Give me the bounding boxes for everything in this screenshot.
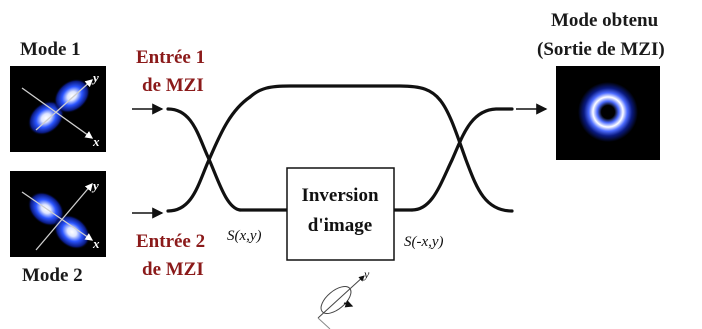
input2-label-line2: de MZI [142, 259, 204, 280]
mode2-x-axis-arrow [21, 191, 94, 241]
rotation-y-label: y [363, 267, 370, 281]
image-inversion-box [286, 167, 395, 261]
rotation-axis-icon [317, 275, 365, 329]
mode2-image: y x [10, 171, 106, 257]
output-label-line2: (Sortie de MZI) [537, 39, 665, 60]
coupler2-path-b [438, 98, 514, 213]
rotation-direction-arrow [343, 300, 354, 308]
coupler2-path-a [410, 107, 514, 212]
signal-out-label: S(-x,y) [404, 234, 444, 250]
box-label-line1: Inversion [301, 185, 379, 206]
mzi-waveguides [166, 84, 514, 213]
mode1-image: y x [10, 66, 106, 152]
input2-label-line1: Entrée 2 [136, 231, 205, 252]
mode2-label: Mode 2 [22, 265, 83, 286]
signal-in-label: S(x,y) [227, 228, 262, 244]
input1-label-line2: de MZI [142, 75, 204, 96]
coupler1-path-b [166, 95, 252, 213]
output-label-line1: Mode obtenu [551, 10, 659, 31]
mode2-y-label: y [91, 178, 99, 193]
rotation-loop [320, 286, 352, 314]
rotation-axis-line [317, 275, 365, 319]
coupler1-path-a [166, 107, 242, 212]
output-mode-image [556, 66, 660, 160]
rotation-axis-tail [317, 317, 331, 329]
mode1-y-axis-arrow [35, 79, 93, 131]
upper-arm [248, 84, 442, 102]
box-label-line2: d'image [308, 215, 372, 236]
mode2-y-axis-arrow [35, 183, 93, 251]
mode1-label: Mode 1 [20, 39, 81, 60]
input1-label-line1: Entrée 1 [136, 47, 205, 68]
mode1-y-label: y [91, 70, 99, 85]
mode2-x-label: x [92, 236, 100, 251]
mode1-x-label: x [92, 134, 100, 149]
mode1-x-axis-arrow [21, 87, 94, 139]
